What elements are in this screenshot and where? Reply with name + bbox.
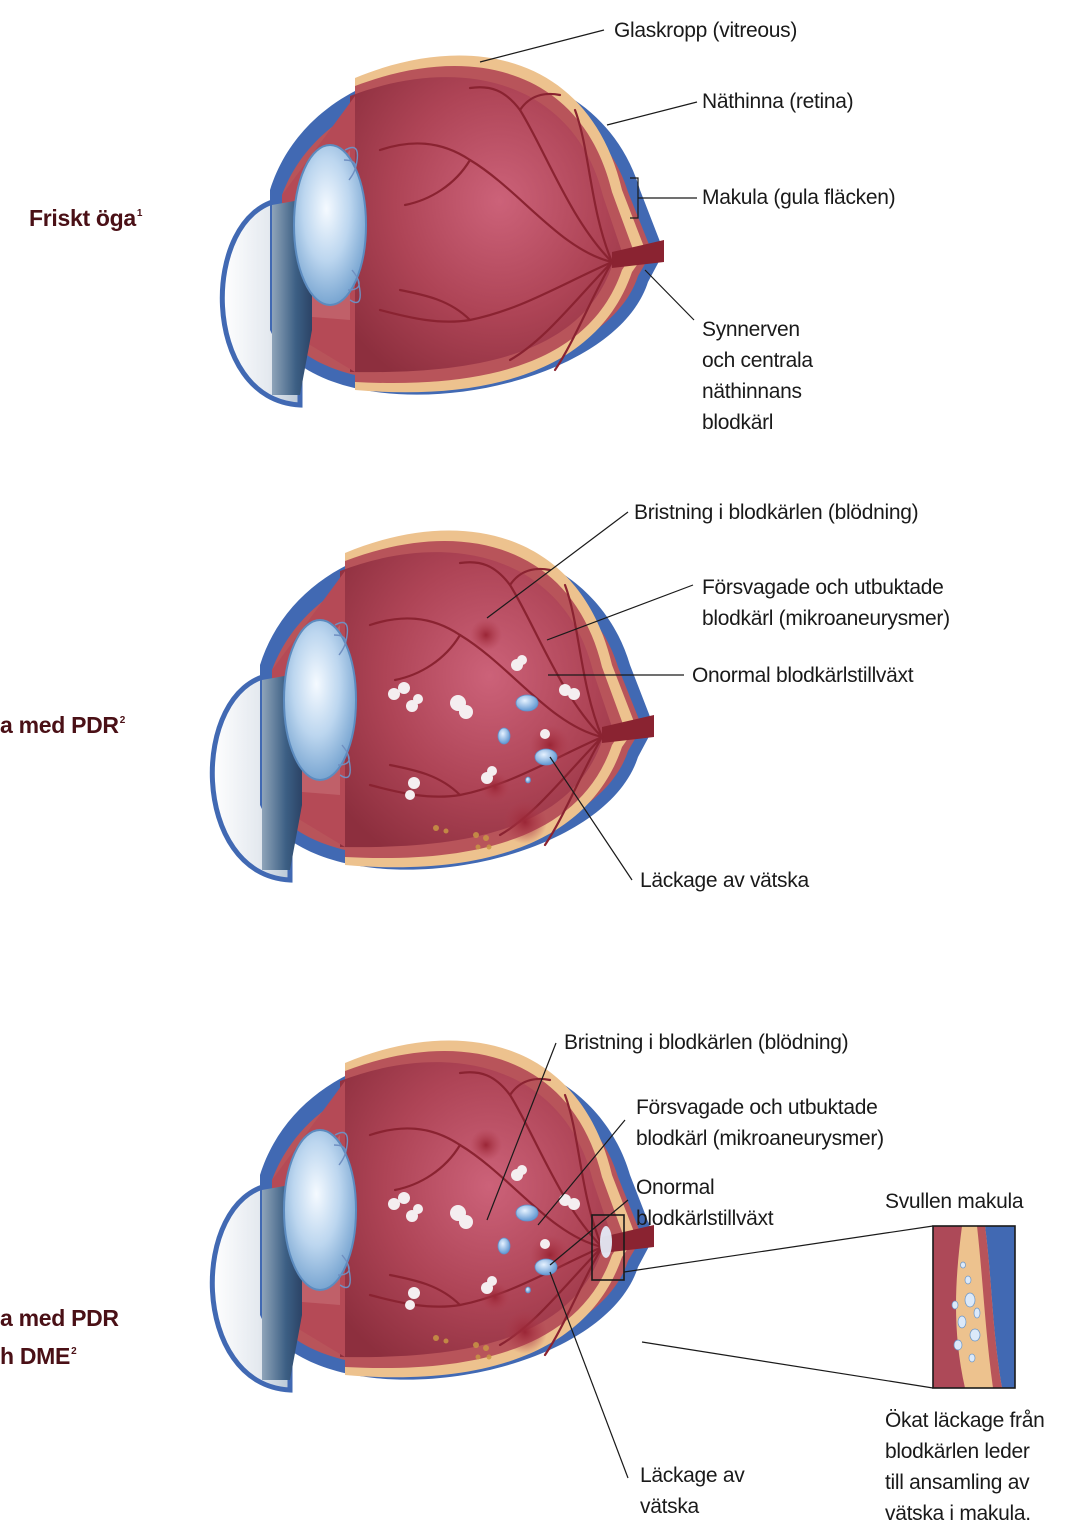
label-leakage: Läckage av vätska: [640, 865, 809, 896]
pdr-dme-eye-illustration: [212, 1041, 654, 1390]
label-hemorrhage-dme: Bristning i blodkärlen (blödning): [564, 1027, 848, 1058]
label-leakage-dme: Läckage av vätska: [640, 1460, 744, 1522]
panel-title-pdr-dme: a med PDR h DME2: [0, 1302, 119, 1373]
label-microaneurysms-dme: Försvagade och utbuktade blodkärl (mikro…: [636, 1092, 884, 1154]
label-leakage-note: Ökat läckage från blodkärlen leder till …: [885, 1405, 1045, 1529]
label-macula: Makula (gula fläcken): [702, 182, 895, 213]
panel-title-pdr: a med PDR2: [0, 704, 125, 742]
label-swollen-macula: Svullen makula: [885, 1186, 1023, 1217]
label-microaneurysms: Försvagade och utbuktade blodkärl (mikro…: [702, 572, 950, 634]
label-retina: Näthinna (retina): [702, 86, 853, 117]
label-neovascularization: Onormal blodkärlstillväxt: [692, 660, 913, 691]
label-vitreous: Glaskropp (vitreous): [614, 15, 797, 46]
label-hemorrhage: Bristning i blodkärlen (blödning): [634, 497, 918, 528]
swollen-macula-inset: [933, 1226, 1015, 1388]
healthy-eye-illustration: [222, 56, 664, 405]
panel-title-healthy: Friskt öga1: [29, 197, 142, 235]
label-neovascularization-dme: Onormal blodkärlstillväxt: [636, 1172, 773, 1234]
pdr-eye-illustration: [212, 531, 654, 880]
label-optic-nerve: Synnerven och centrala näthinnans blodkä…: [702, 314, 813, 438]
